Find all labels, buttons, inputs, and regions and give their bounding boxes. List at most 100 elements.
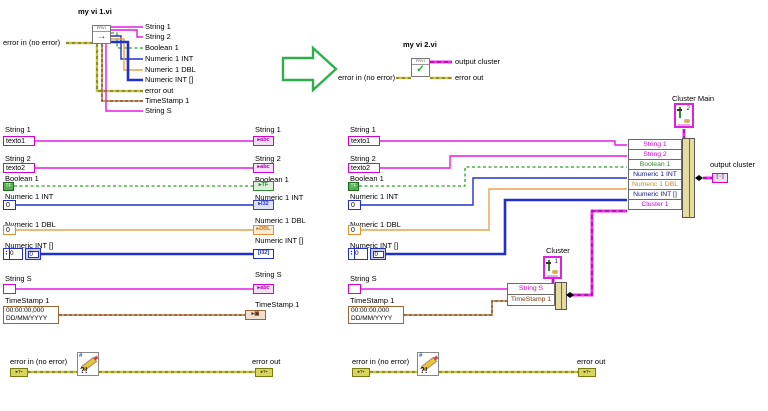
r-string1-control[interactable]: texto1 <box>348 136 380 146</box>
r-array-stepper-icon[interactable]: ▲▼ <box>349 249 355 259</box>
rctl-label-array: Numeric INT [] <box>350 241 399 250</box>
err-left-out-label: error out <box>252 357 281 366</box>
array-index-control[interactable]: ▲▼ 0 <box>3 248 23 260</box>
output-cluster-label: output cluster <box>710 160 756 169</box>
vi2-error-in-label: error in (no error) <box>338 73 396 82</box>
err-right-in-terminal[interactable]: ▸?▪ <box>352 368 370 377</box>
err-right-out-terminal[interactable]: ▸?▪ <box>578 368 596 377</box>
sub-bundle-output-arrow-icon <box>566 292 574 298</box>
vi1-out-strings: String S <box>145 106 172 115</box>
slider-icon <box>679 107 681 118</box>
string1-control[interactable]: texto1 <box>3 136 35 146</box>
big-green-arrow <box>281 45 338 93</box>
cluster-foot-decoration <box>678 124 690 126</box>
wire-error-cluster[interactable] <box>28 41 578 374</box>
string2-indicator[interactable]: ▸abc <box>253 163 274 173</box>
slider-thumb-icon <box>546 262 551 264</box>
r-strings-control[interactable] <box>348 284 361 294</box>
numeric-dbl-indicator[interactable]: ▸DBL <box>253 225 274 235</box>
ctl-label-strings: String S <box>5 274 32 283</box>
slider-icon <box>548 260 550 271</box>
strings-indicator[interactable]: ▸abc <box>253 284 274 294</box>
vi2-icon[interactable]: FRVI ✓ <box>411 58 430 77</box>
bundle-node-strip[interactable] <box>682 138 695 218</box>
strings-control[interactable] <box>3 284 16 294</box>
bundle-by-name-node[interactable]: String 1 String 2 Boolean 1 Numeric 1 IN… <box>628 139 682 210</box>
wire-int[interactable] <box>16 35 627 206</box>
array-stepper-icon[interactable]: ▲▼ <box>4 249 10 259</box>
string2-control[interactable]: texto2 <box>3 163 35 173</box>
vi2-title: my vi 2.vi <box>403 40 437 49</box>
rctl-label-string1: String 1 <box>350 125 376 134</box>
sub-bundle-node[interactable]: String S TimeStamp 1 <box>507 283 555 306</box>
rctl-label-string2: String 2 <box>350 154 376 163</box>
wire-boolean[interactable] <box>14 32 627 187</box>
ctl-label-string2: String 2 <box>5 154 31 163</box>
wire-int-array[interactable] <box>40 40 627 256</box>
cluster-main-badge: 2 <box>686 106 690 112</box>
string1-indicator[interactable]: ▸abc <box>253 136 274 146</box>
bundle-row-cluster1[interactable]: Cluster 1 <box>628 199 682 210</box>
array-element-control[interactable]: 0 <box>25 248 41 260</box>
vi2-icon-banner: FRVI <box>412 59 429 65</box>
err-left-in-terminal[interactable]: ▸?▪ <box>10 368 28 377</box>
ctl-label-int: Numeric 1 INT <box>5 192 54 201</box>
vi1-out-error: error out <box>145 86 174 95</box>
r-array-index-control[interactable]: ▲▼ 0 <box>348 248 368 260</box>
err-right-in-label: error in (no error) <box>352 357 410 366</box>
ind-label-strings: String S <box>255 270 282 279</box>
cluster-sub-badge: 1 <box>554 259 558 265</box>
timestamp-indicator[interactable]: ▸▣ <box>245 310 266 320</box>
err-left-out-terminal[interactable]: ▸?▪ <box>255 368 273 377</box>
ctl-label-array: Numeric INT [] <box>5 241 54 250</box>
vi1-out-string1: String 1 <box>145 22 171 31</box>
ind-label-string2: String 2 <box>255 154 281 163</box>
wire-timestamp[interactable] <box>59 44 507 316</box>
err-right-out-label: error out <box>577 357 606 366</box>
boolean1-control[interactable]: TF <box>3 182 14 191</box>
ctl-label-timestamp: TimeStamp 1 <box>5 296 50 305</box>
hand-icon <box>552 270 558 274</box>
clear-errors-vi-icon[interactable]: # ?! <box>77 352 99 376</box>
cluster-foot-decoration <box>547 275 558 277</box>
ctl-label-boolean1: Boolean 1 <box>5 174 39 183</box>
numeric-int-control[interactable]: 0 <box>3 200 16 210</box>
ctl-label-string1: String 1 <box>5 125 31 134</box>
vi1-out-array: Numeric INT [] <box>145 75 194 84</box>
vi1-error-in-label: error in (no error) <box>3 38 61 47</box>
vi1-icon[interactable]: FRVI → <box>92 25 111 44</box>
rctl-label-timestamp: TimeStamp 1 <box>350 296 395 305</box>
err-left-in-label: error in (no error) <box>10 357 68 366</box>
cluster-sub-constant[interactable]: 1 <box>543 256 562 279</box>
vi1-out-timestamp: TimeStamp 1 <box>145 96 190 105</box>
wire-cluster[interactable] <box>430 60 712 297</box>
boolean1-indicator[interactable]: ▸TF <box>253 181 274 191</box>
ind-label-int: Numeric 1 INT <box>255 193 304 202</box>
wire-string[interactable] <box>16 26 627 290</box>
output-cluster-indicator[interactable]: [··] <box>712 173 728 183</box>
ind-label-boolean1: Boolean 1 <box>255 175 289 184</box>
sub-bundle-row-timestamp[interactable]: TimeStamp 1 <box>507 294 555 306</box>
clear-errors-vi-icon[interactable]: # ?! <box>417 352 439 376</box>
ind-label-timestamp: TimeStamp 1 <box>255 300 300 309</box>
rctl-label-dbl: Numeric 1 DBL <box>350 220 401 229</box>
wire-dbl[interactable] <box>16 38 627 231</box>
r-array-element-control[interactable]: 0 <box>370 248 386 260</box>
cluster-sub-label: Cluster <box>546 246 570 255</box>
r-numeric-int-control[interactable]: 0 <box>348 200 361 210</box>
numeric-dbl-control[interactable]: 0 <box>3 225 16 235</box>
numeric-int-indicator[interactable]: ▸I32 <box>253 200 274 210</box>
cluster-main-constant[interactable]: 2 <box>674 103 694 128</box>
r-numeric-dbl-control[interactable]: 0 <box>348 225 361 235</box>
r-boolean1-control[interactable]: TF <box>348 182 359 191</box>
rctl-label-int: Numeric 1 INT <box>350 192 399 201</box>
r-string2-control[interactable]: texto2 <box>348 163 380 173</box>
ind-label-string1: String 1 <box>255 125 281 134</box>
rctl-label-strings: String S <box>350 274 377 283</box>
hand-icon <box>684 119 690 123</box>
array-indicator[interactable]: [I32] <box>253 249 274 259</box>
